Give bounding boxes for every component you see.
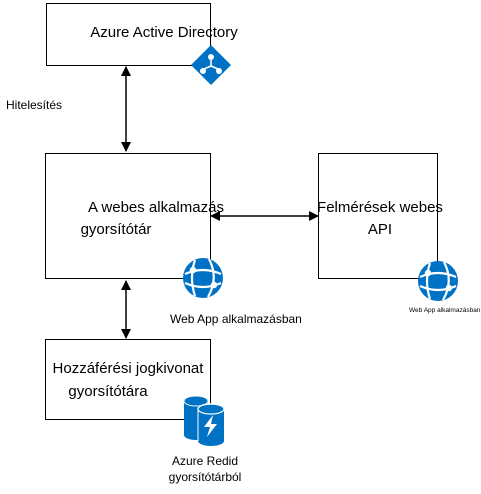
webapp-label-line1: A webes alkalmazás	[88, 199, 224, 216]
webapp-label-line2: gyorsítótár	[80, 221, 152, 238]
token-cache-label-line1: Hozzáférési jogkivonat	[52, 360, 204, 377]
token-cache-box	[45, 339, 211, 420]
webapp-icon-caption: Web App alkalmazásban	[170, 312, 302, 326]
azure-ad-icon	[191, 45, 231, 85]
web-app-globe-icon	[418, 261, 458, 301]
token-cache-icon-caption-line1: Azure Redid	[171, 454, 239, 468]
redis-cache-icon	[183, 395, 225, 446]
aad-box	[46, 3, 211, 66]
survey-api-icon-caption: Web App alkalmazásban	[409, 307, 481, 314]
auth-edge-label: Hitelesítés	[6, 98, 63, 112]
survey-api-label-line2: API	[367, 221, 393, 238]
web-app-globe-icon	[183, 258, 223, 298]
aad-label: Azure Active Directory	[90, 24, 238, 41]
token-cache-label-line2: gyorsítótára	[68, 383, 148, 400]
token-cache-icon-caption-line2: gyorsítótárból	[168, 470, 242, 484]
survey-api-box	[318, 153, 438, 279]
survey-api-label-line1: Felmérések webes	[317, 199, 443, 216]
webapp-box	[45, 153, 211, 279]
